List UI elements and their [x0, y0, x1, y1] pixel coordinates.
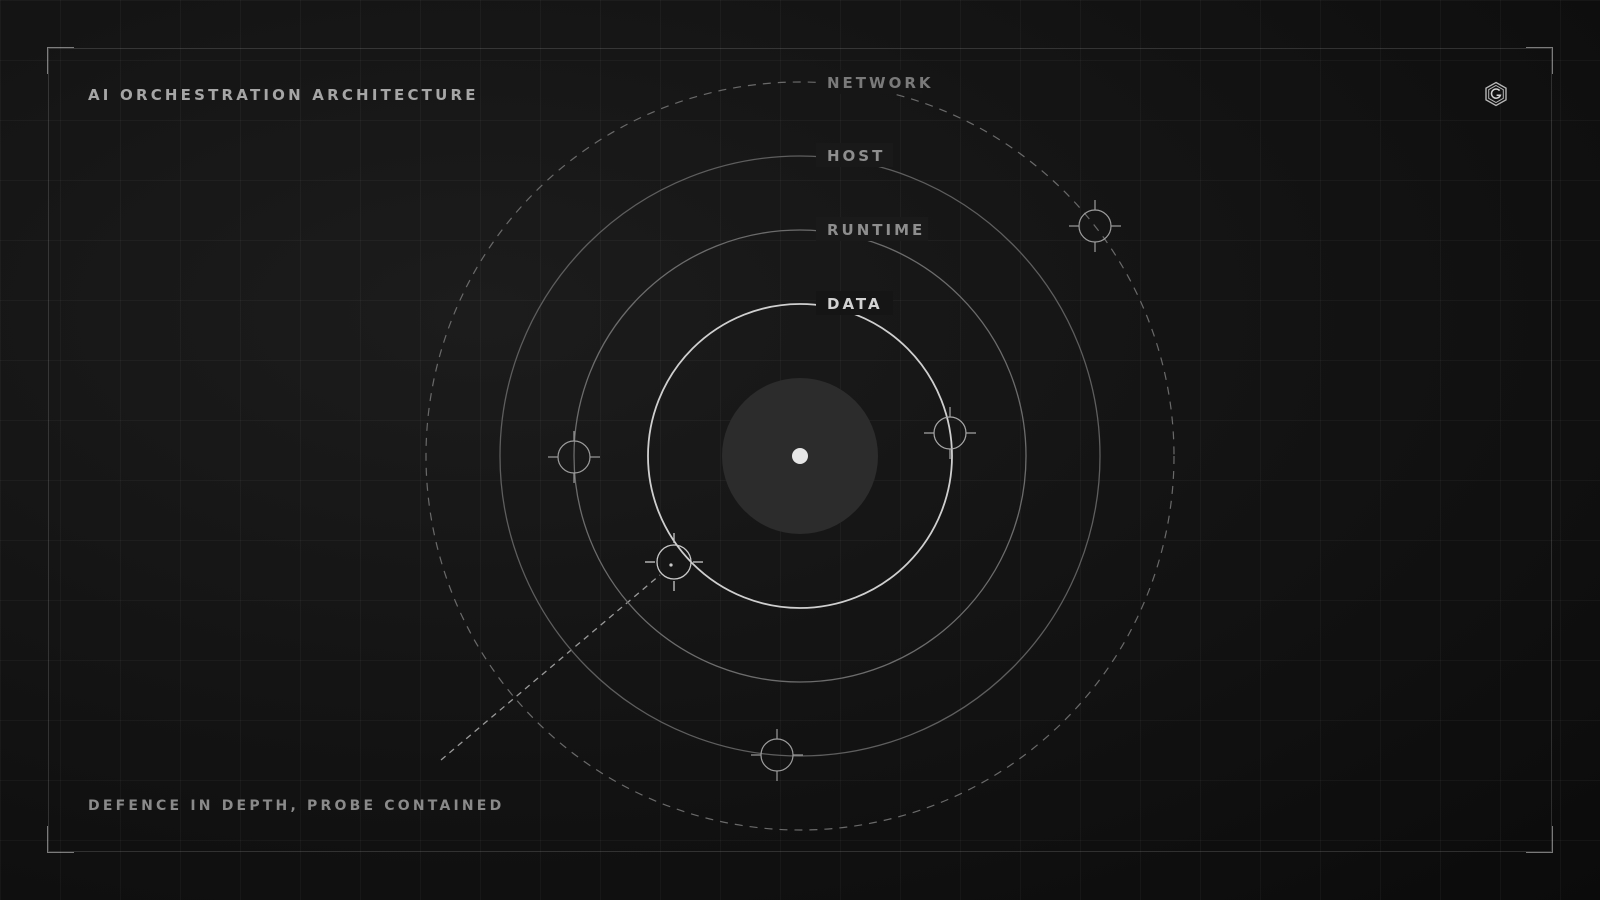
ring-host: [499, 155, 1101, 757]
hexagon-g-logo-icon: [1485, 81, 1507, 107]
svg-text:RUNTIME: RUNTIME: [827, 221, 925, 239]
page-title: AI ORCHESTRATION ARCHITECTURE: [88, 86, 479, 104]
frame-corner-top-right: [1526, 47, 1553, 74]
label-runtime: RUNTIME: [816, 217, 928, 241]
crosshair-node-icon: [751, 729, 803, 781]
ring-runtime: [573, 229, 1027, 683]
label-host: HOST: [816, 143, 893, 167]
svg-text:HOST: HOST: [827, 147, 885, 165]
crosshair-node-icon: [645, 533, 703, 591]
label-network: NETWORK: [816, 70, 934, 94]
frame-corner-bottom-right: [1526, 826, 1553, 853]
label-data: DATA: [816, 291, 893, 315]
frame-corner-bottom-left: [47, 826, 74, 853]
ring-data: [647, 303, 953, 609]
crosshair-node-icon: [924, 407, 976, 459]
ring-network: [425, 81, 1175, 831]
core-dot-icon: [792, 448, 808, 464]
crosshair-node-icon: [548, 431, 600, 483]
footer-caption: DEFENCE IN DEPTH, PROBE CONTAINED: [88, 798, 505, 814]
frame-corner-top-left: [47, 47, 74, 74]
crosshair-node-icon: [1069, 200, 1121, 252]
probe-path: [440, 574, 661, 761]
svg-text:NETWORK: NETWORK: [827, 74, 934, 92]
diagram-frame: [48, 48, 1552, 852]
svg-text:DATA: DATA: [827, 295, 883, 313]
